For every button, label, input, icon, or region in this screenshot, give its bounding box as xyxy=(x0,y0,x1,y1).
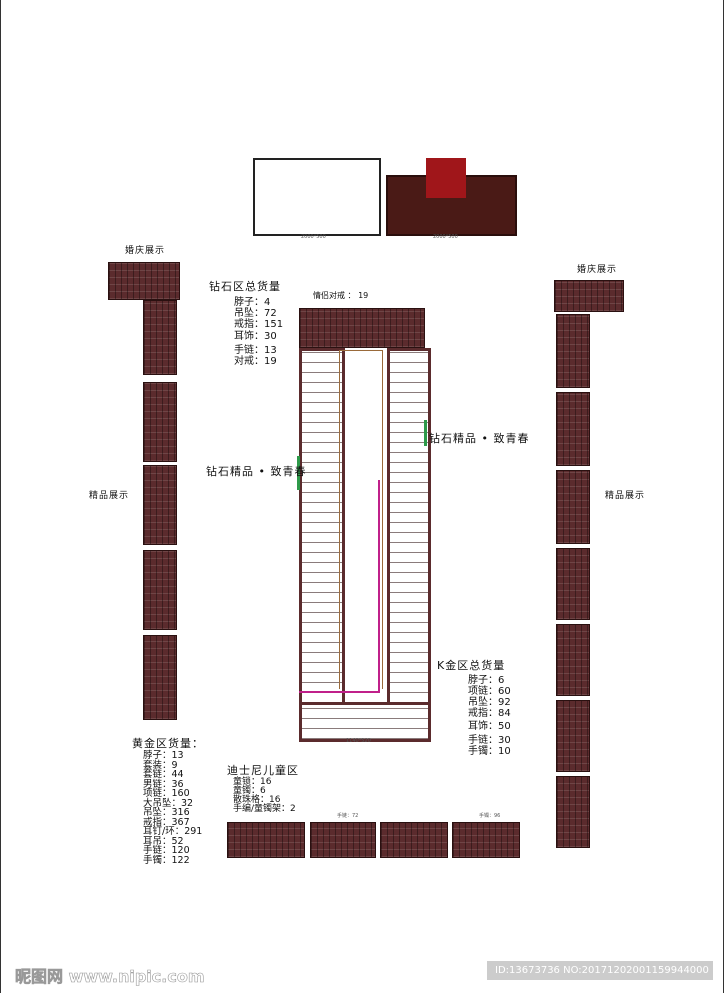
right-counter xyxy=(556,776,590,848)
right-counter xyxy=(556,392,590,466)
aisle-path xyxy=(339,350,383,689)
right-counter xyxy=(556,624,590,696)
stat: 散珠格：16 xyxy=(233,795,281,805)
stat: 戒指：151 xyxy=(234,319,284,330)
green-marker xyxy=(297,456,300,490)
stat: 吊坠：316 xyxy=(143,807,190,818)
stat: 手编/童镯架：2 xyxy=(233,804,296,814)
left-counter xyxy=(143,382,177,462)
stat: 童镯：6 xyxy=(233,786,266,796)
pink-path xyxy=(299,691,380,693)
disney-counter xyxy=(227,822,305,858)
left-counter xyxy=(143,550,177,630)
stat: 脖子：4 xyxy=(234,297,271,308)
bottom-counter xyxy=(452,822,520,858)
gold-title: 黄金区货量： xyxy=(132,737,204,750)
right-counter xyxy=(556,470,590,544)
bottom-label: 手镯：96 xyxy=(479,813,501,819)
stat: 项链：160 xyxy=(143,788,190,799)
stat: 手链：30 xyxy=(468,735,511,746)
left-wedding-counter xyxy=(108,262,180,300)
stat: 套链：44 xyxy=(143,769,184,780)
couple-ring-label: 情侣对戒 ： 19 xyxy=(313,291,369,300)
display-poster xyxy=(426,158,466,198)
bottom-counter xyxy=(310,822,376,858)
youth-label-left: 钻石精品 • 致青春 xyxy=(206,465,307,478)
right-wedding-counter xyxy=(554,280,624,312)
left-counter xyxy=(143,465,177,545)
stat: 手链：13 xyxy=(234,345,277,356)
left-wedding-label: 婚庆展示 xyxy=(125,246,166,256)
right-wedding-label: 婚庆展示 xyxy=(577,265,618,275)
couple-ring-counter xyxy=(299,308,425,348)
stat: 吊坠：92 xyxy=(468,697,511,708)
left-counter xyxy=(143,300,177,375)
diamond-title: 钻石区总货量 xyxy=(209,280,281,293)
kgold-right-column xyxy=(387,348,431,706)
right-counter xyxy=(556,700,590,772)
right-boutique-label: 精品展示 xyxy=(605,491,646,501)
stat: 耳饰：50 xyxy=(468,721,511,732)
green-marker xyxy=(424,420,427,446)
watermark-logo: 昵图网 www.nipic.com xyxy=(15,967,205,987)
wedding-display-white xyxy=(253,158,381,236)
stat: 耳钉/环：291 xyxy=(143,826,203,837)
center-bottom-counter xyxy=(299,702,431,742)
left-boutique-label: 精品展示 xyxy=(89,491,130,501)
stat: 脖子：13 xyxy=(143,750,184,761)
stat: 手链：120 xyxy=(143,845,190,856)
stat: 耳饰：30 xyxy=(234,331,277,342)
stat: 耳吊：52 xyxy=(143,835,184,847)
stat: 脖子：6 xyxy=(468,675,505,686)
youth-label-right: 钻石精品 • 致青春 xyxy=(429,432,530,445)
watermark-id: ID:13673736 NO:20171202001159944000 xyxy=(487,961,713,980)
center-dim: 1140*520 xyxy=(346,738,371,744)
stat: 手镯：122 xyxy=(143,854,190,866)
stat: 对戒：19 xyxy=(234,356,277,367)
stat: 手镯：10 xyxy=(468,746,511,757)
display-dim: 2000*500 xyxy=(301,234,326,240)
stat: 戒指：84 xyxy=(468,708,511,719)
right-counter xyxy=(556,548,590,620)
bottom-label: 手链：72 xyxy=(337,813,359,819)
stat: 项链：60 xyxy=(468,686,511,697)
pink-path xyxy=(378,480,380,692)
right-counter xyxy=(556,314,590,388)
stat: 戒指：367 xyxy=(143,816,190,828)
stat: 吊坠：72 xyxy=(234,308,277,319)
stat: 套装：9 xyxy=(143,759,178,771)
stat: 童锁：16 xyxy=(233,777,272,787)
display-dim: 2000*500 xyxy=(433,234,458,240)
stat: 大吊坠：32 xyxy=(143,797,194,809)
bottom-counter xyxy=(380,822,448,858)
kgold-title: K金区总货量 xyxy=(437,659,506,672)
disney-title: 迪士尼儿童区 xyxy=(227,764,299,777)
left-counter xyxy=(143,635,177,720)
stat: 男链：36 xyxy=(143,778,184,790)
